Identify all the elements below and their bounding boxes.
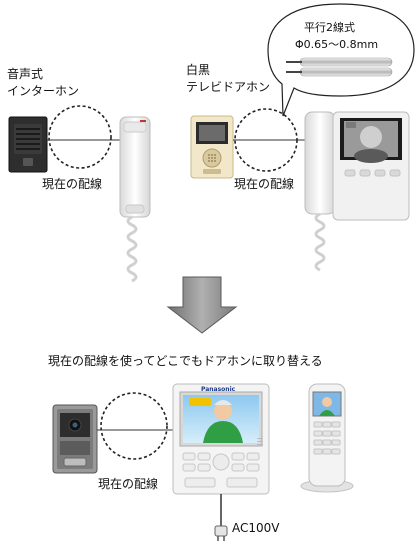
wireless-handset xyxy=(300,383,354,493)
wiring-loop-top-right xyxy=(233,108,308,172)
bw-monitor-unit xyxy=(304,111,410,272)
bw-doorphone-title-line1: 白黒 xyxy=(186,63,211,77)
wiring-loop-top-left xyxy=(47,105,122,169)
monitor-brand-logo: Panasonic xyxy=(201,386,236,393)
power-label: AC100V xyxy=(232,521,280,535)
cable-diameter-label: Φ0.65～0.8mm xyxy=(295,38,379,51)
cable-type-label: 平行2線式 xyxy=(304,21,355,34)
audio-intercom-title-line2: インターホン xyxy=(7,84,80,98)
color-monitor-unit xyxy=(172,383,270,541)
audio-intercom-title-line1: 音声式 xyxy=(7,67,44,81)
replacement-headline: 現在の配線を使ってどこでもドアホンに取り替える xyxy=(48,354,323,368)
bw-door-station xyxy=(190,115,234,179)
down-arrow xyxy=(166,276,238,334)
audio-door-station xyxy=(8,116,48,173)
top-right-wiring-label: 現在の配線 xyxy=(234,177,295,191)
cable-spec-callout xyxy=(267,3,415,117)
top-left-wiring-label: 現在の配線 xyxy=(42,177,103,191)
bottom-wiring-label: 現在の配線 xyxy=(98,477,159,491)
bw-doorphone-title-line2: テレビドアホン xyxy=(186,80,271,94)
color-door-station xyxy=(52,404,98,474)
wiring-loop-bottom xyxy=(97,392,174,460)
audio-handset-unit xyxy=(119,116,151,283)
